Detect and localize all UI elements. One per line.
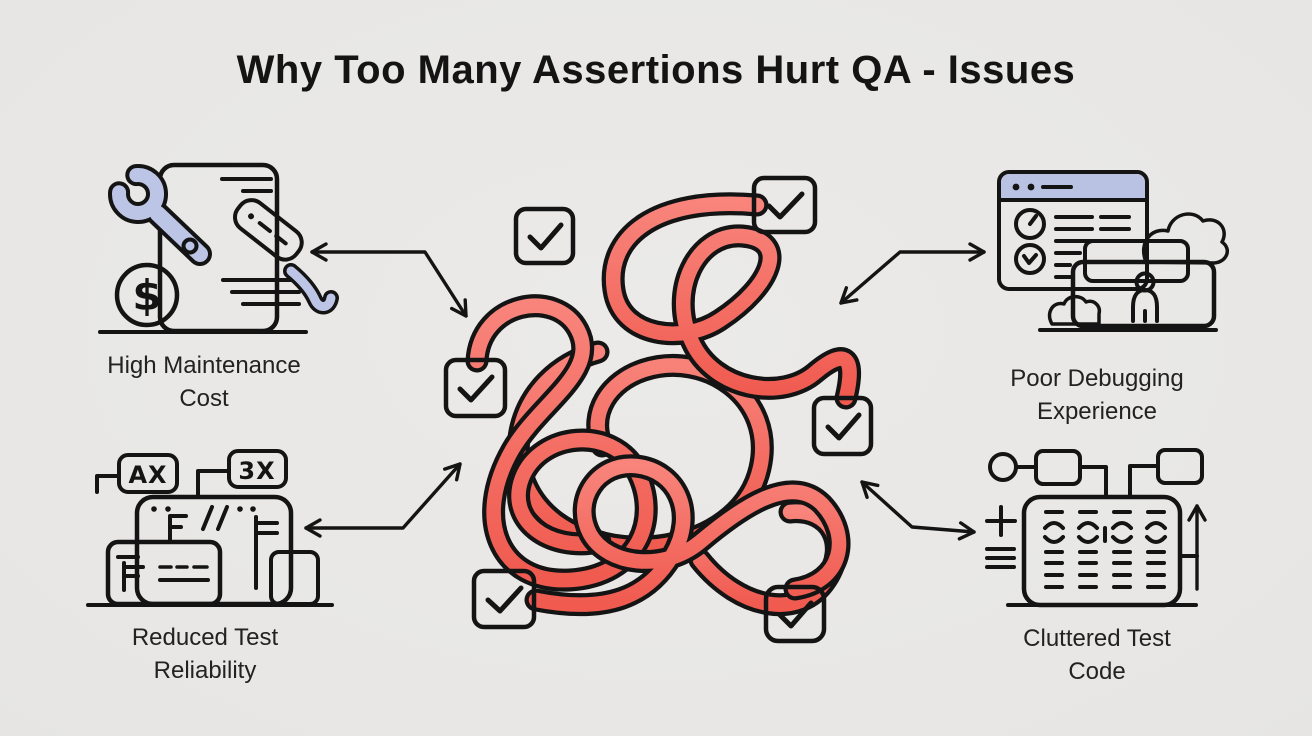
wrench-icon (108, 164, 212, 266)
badge-ax (117, 453, 179, 494)
arrow-bottom-left (304, 462, 462, 538)
timer-icon (1014, 208, 1046, 240)
code-marks-blue (116, 555, 210, 592)
issue-label-line: Poor Debugging (1010, 365, 1184, 392)
error-check-icon (1014, 243, 1046, 275)
small-cloud-icon (1047, 294, 1102, 326)
code-block-red (1021, 494, 1183, 608)
checkbox-icon (513, 206, 576, 266)
arrow-top-left (310, 242, 468, 318)
issue-label-high-maintenance-cost: High Maintenance Cost (44, 349, 364, 415)
cloud-icon (1142, 212, 1230, 265)
document-text-lines (220, 177, 301, 306)
connector-line (1128, 464, 1160, 499)
hook-tool-icon (283, 263, 339, 315)
high-maintenance-cost-icon: $ (98, 162, 339, 334)
node-block (1034, 449, 1082, 486)
screwdriver-icon (233, 198, 304, 262)
menu-lines-icon (985, 547, 1016, 569)
issue-label-reduced-test-reliability: Reduced Test Reliability (45, 621, 365, 687)
node-circle (988, 452, 1018, 482)
checkbox-icon (443, 357, 508, 419)
connector-line (196, 469, 231, 499)
window-dot (1012, 183, 1020, 191)
checkbox-icon (811, 395, 874, 457)
node-block (1156, 448, 1204, 485)
dense-code-rows (1043, 510, 1167, 589)
issue-label-line: Experience (1036, 398, 1158, 425)
tangled-rope-illustration (443, 175, 874, 644)
badge-ax-label: AX (128, 461, 167, 489)
checkbox-icon (751, 175, 818, 235)
connector-line (1078, 465, 1108, 499)
cluttered-test-code-icon (985, 448, 1207, 608)
document-icon (157, 162, 280, 334)
reduced-test-reliability-icon: AX 3X (86, 449, 334, 607)
dollar-coin-icon: $ (114, 262, 180, 328)
folder-icon (1070, 239, 1217, 329)
assertion-checkboxes (443, 175, 874, 644)
arrow-bottom-right (860, 480, 976, 541)
checkbox-icon (763, 584, 827, 644)
user-silhouette-icon (1131, 271, 1159, 323)
badge-3x (227, 449, 288, 489)
poor-debugging-experience-icon (997, 170, 1230, 332)
issue-label-line: Cost (179, 385, 229, 412)
plus-icon (985, 505, 1017, 537)
issue-label-poor-debugging-experience: Poor Debugging Experience (937, 362, 1257, 428)
test-block-red (134, 494, 294, 607)
rope-paths (465, 192, 862, 617)
connector-line (95, 474, 121, 494)
log-text-lines (1054, 215, 1131, 279)
issue-label-line: Reduced Test (131, 624, 279, 651)
issue-label-line: Cluttered Test (1023, 625, 1171, 652)
badge-3x-label: 3X (238, 457, 275, 485)
arrow-top-right (839, 242, 986, 305)
coin-symbol: $ (132, 271, 161, 320)
issue-label-line: High Maintenance (107, 352, 301, 379)
page-title: Why Too Many Assertions Hurt QA - Issues (236, 48, 1076, 92)
issue-label-cluttered-test-code: Cluttered Test Code (937, 622, 1257, 688)
window-dot (1027, 183, 1035, 191)
checkbox-icon (471, 568, 537, 630)
connector-arrows (304, 242, 986, 541)
issue-label-line: Reliability (153, 657, 257, 684)
issue-label-line: Code (1068, 658, 1126, 685)
empty-block (269, 550, 320, 606)
test-block-blue (105, 539, 223, 607)
code-marks (151, 505, 279, 590)
